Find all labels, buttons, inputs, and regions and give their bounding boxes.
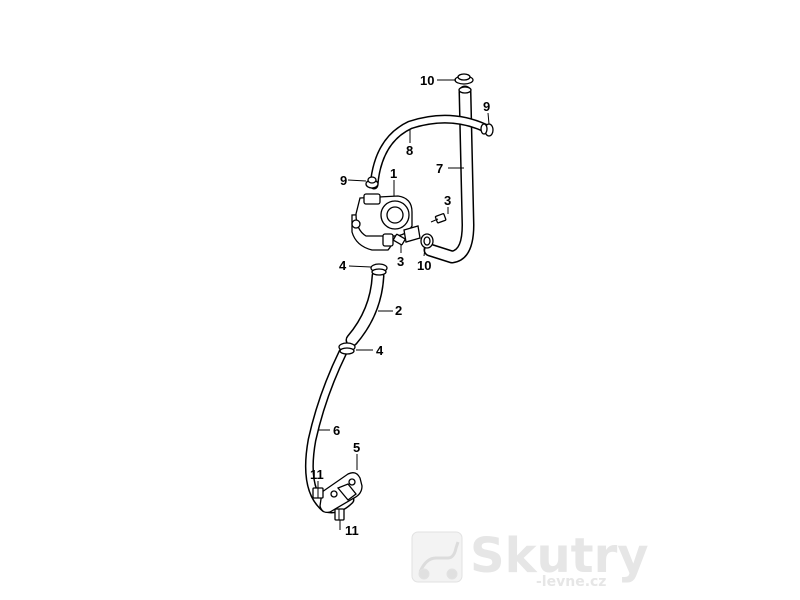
callout-11-bottom: 11 (345, 523, 359, 538)
callout-5: 5 (353, 440, 360, 455)
hose-7 (423, 85, 475, 264)
callout-8: 8 (406, 143, 413, 158)
callout-9-right: 9 (483, 99, 490, 114)
bolt-11-bottom (334, 508, 345, 521)
clip-10-bottom (420, 233, 434, 249)
leader-lines (317, 79, 490, 530)
callout-11-left: 11 (310, 467, 324, 482)
flange-5 (319, 472, 363, 514)
screw-3-right (430, 213, 447, 224)
clip-4-top (370, 263, 388, 276)
callout-3-right: 3 (444, 193, 451, 208)
watermark-brand: Skutry (470, 528, 649, 584)
callout-4-bottom: 4 (376, 343, 384, 358)
bolt-11-left (312, 487, 324, 499)
watermark-sub: -levne.cz (536, 574, 606, 590)
hose-2 (345, 269, 385, 347)
callout-9-left: 9 (340, 173, 347, 188)
callout-3-bottom: 3 (397, 254, 404, 269)
clip-10-top (454, 73, 474, 85)
clip-9-left (365, 176, 379, 189)
scooter-logo-icon (411, 531, 463, 583)
callout-10-top: 10 (420, 73, 434, 88)
screw-3-bottom (392, 233, 406, 246)
hose-8 (369, 114, 490, 190)
callout-10-bottom: 10 (417, 258, 431, 273)
callout-6: 6 (333, 423, 340, 438)
clip-4-bottom (338, 342, 356, 355)
callout-7: 7 (436, 161, 443, 176)
watermark: Skutry -levne.cz (411, 528, 649, 590)
fuel-tap (351, 193, 421, 251)
clip-9-right (480, 123, 494, 137)
callout-2: 2 (395, 303, 402, 318)
callout-4-top: 4 (339, 258, 347, 273)
callout-1: 1 (390, 166, 397, 181)
